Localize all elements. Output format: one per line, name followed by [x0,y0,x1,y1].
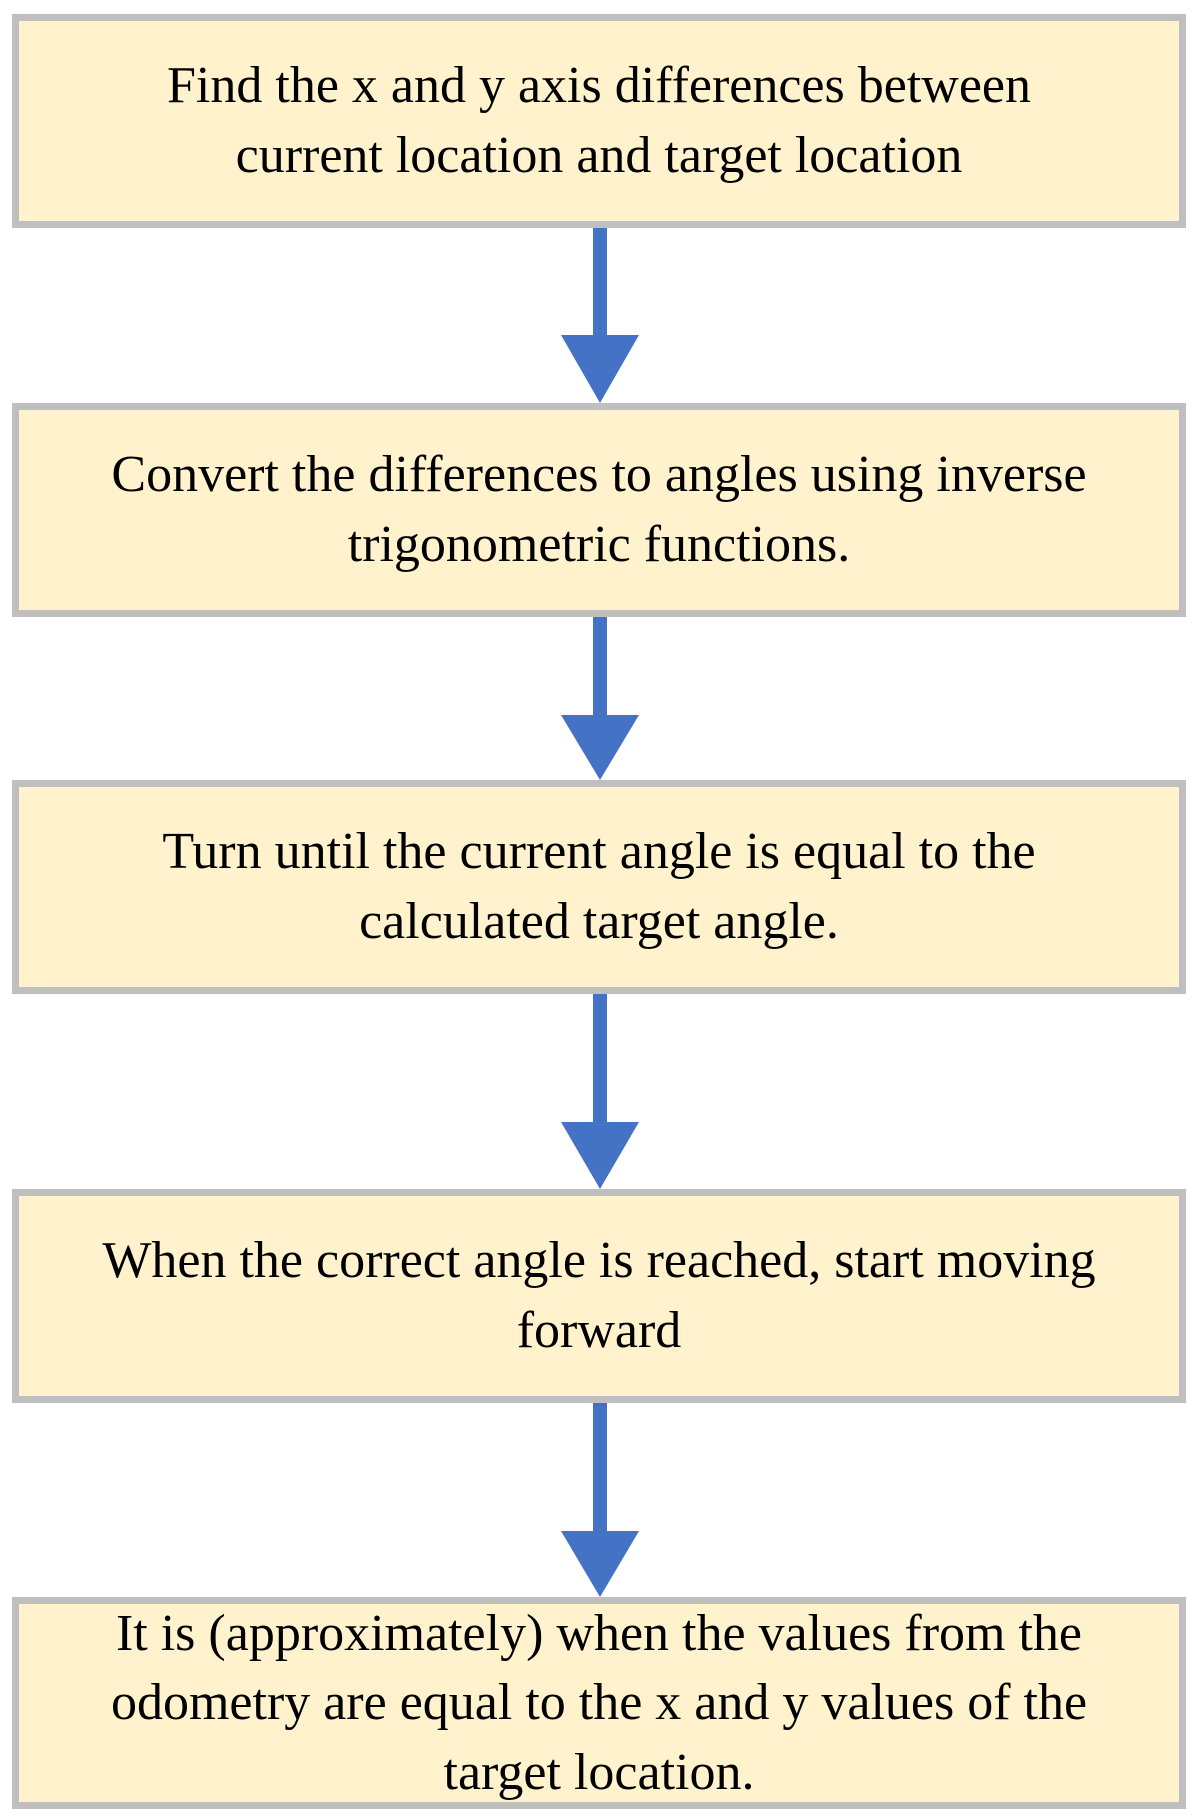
flow-step-4: When the correct angle is reached, start… [12,1189,1186,1403]
arrow-down-icon [561,994,639,1189]
flow-step-5: It is (approximately) when the values fr… [12,1597,1186,1809]
flow-step-4-text: When the correct angle is reached, start… [102,1231,1096,1359]
flow-step-3-text: Turn until the current angle is equal to… [162,822,1036,950]
flow-step-3: Turn until the current angle is equal to… [12,780,1186,994]
flow-step-1: Find the x and y axis differences betwee… [12,14,1186,228]
flow-step-5-text: It is (approximately) when the values fr… [110,1605,1088,1801]
flow-step-1-text: Find the x and y axis differences betwee… [167,56,1031,184]
arrow-down-icon [561,228,639,403]
flow-step-2-text: Convert the differences to angles using … [111,445,1087,573]
flow-step-2: Convert the differences to angles using … [12,403,1186,617]
arrow-down-icon [561,617,639,780]
arrow-down-icon [561,1403,639,1597]
